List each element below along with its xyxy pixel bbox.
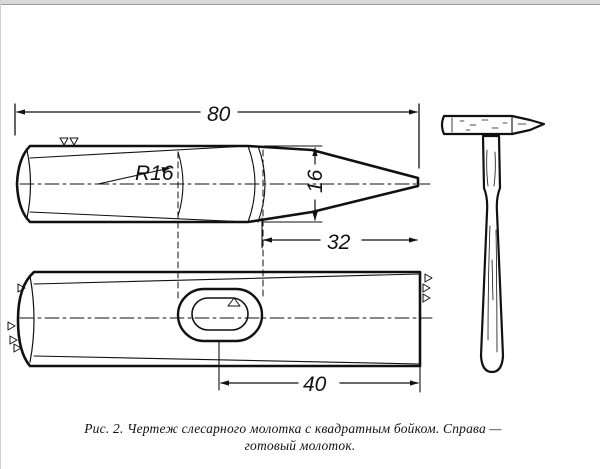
eye-projection-lines <box>177 149 264 301</box>
dimension-eye-offset: 40 <box>218 341 421 396</box>
finished-hammer-illustration <box>440 114 546 374</box>
dimension-height-label: 16 <box>304 169 327 193</box>
hammer-head-top-view <box>7 270 433 368</box>
dimension-radius-label: R16 <box>135 162 174 185</box>
dimension-eye-offset-label: 40 <box>303 373 327 396</box>
window-top-border <box>0 0 600 5</box>
caption-line-1: Рис. 2. Чертеж слесарного молотка с квад… <box>84 421 502 436</box>
dimension-length: 80 <box>14 103 420 169</box>
dimension-taper-label: 32 <box>327 231 351 254</box>
caption-line-2: готовый молоток. <box>244 438 356 453</box>
hammer-head-side-view: R16 16 <box>15 137 431 224</box>
dimension-length-label: 80 <box>207 103 231 126</box>
figure-caption: Рис. 2. Чертеж слесарного молотка с квад… <box>0 420 600 454</box>
window-left-border <box>0 0 1 469</box>
dimension-taper: 32 <box>261 217 418 254</box>
